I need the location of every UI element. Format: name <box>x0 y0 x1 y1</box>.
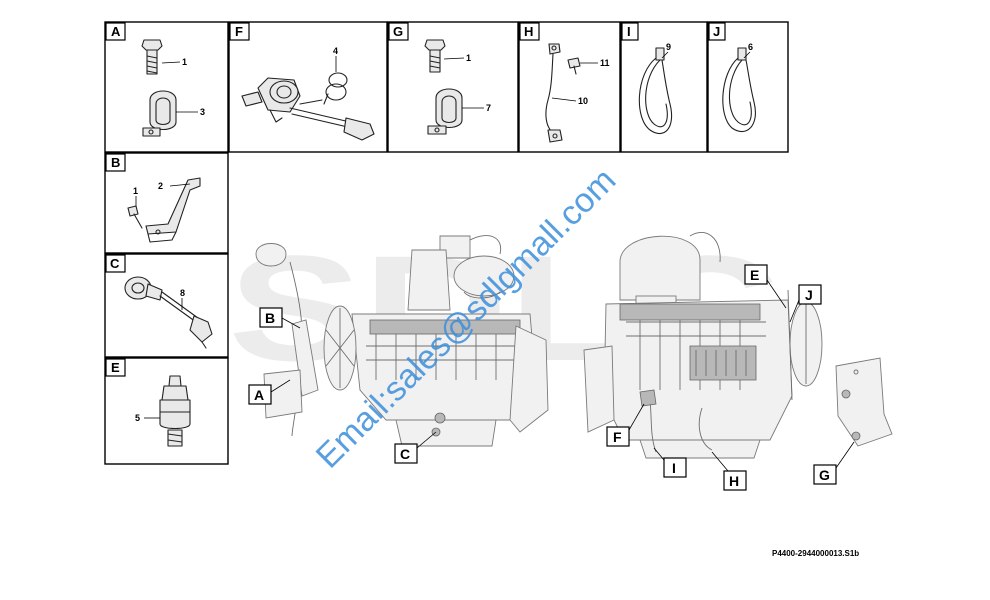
callout-g: G <box>813 441 855 485</box>
callout-b: B <box>259 307 301 329</box>
panel-f-number-4: 4 <box>333 46 338 56</box>
panel-i: I 9 <box>620 21 708 153</box>
panel-i-number-9: 9 <box>666 42 671 52</box>
callout-a-box <box>248 384 272 405</box>
panel-a-label: A <box>111 24 121 39</box>
callout-j: J <box>789 284 822 323</box>
panel-e-frame <box>104 357 229 465</box>
panel-f: F 4 <box>228 21 388 153</box>
reference-code: P4400-2944000013.S1b <box>772 549 859 558</box>
clip-ring-part <box>323 72 348 105</box>
panel-e-number-5: 5 <box>135 413 140 423</box>
callout-f: F <box>606 403 645 447</box>
callout-b-box <box>259 307 283 328</box>
temperature-sender-part <box>159 375 191 447</box>
sensor-harness-part <box>124 276 213 349</box>
panel-c-tag <box>105 254 126 273</box>
bracket-part <box>145 177 201 243</box>
screw-part <box>567 57 581 75</box>
panel-h-frame <box>518 21 621 153</box>
screw-part <box>127 205 143 229</box>
panel-g-tag <box>388 22 409 41</box>
panel-i-frame <box>620 21 708 153</box>
engine-left-view <box>255 235 549 447</box>
panel-j-number-6: 6 <box>748 42 753 52</box>
panel-e: E 5 <box>104 357 229 465</box>
callout-i: I <box>653 447 687 478</box>
panel-j-label: J <box>713 24 720 39</box>
panel-a-number-3: 3 <box>200 107 205 117</box>
callout-f-box <box>606 426 630 447</box>
panel-f-frame <box>228 21 388 153</box>
panel-h-tag <box>519 22 540 41</box>
panel-b-label: B <box>111 155 120 170</box>
panel-a-frame <box>104 21 229 153</box>
panel-b-frame <box>104 152 229 254</box>
wiring-harness-part <box>241 77 375 141</box>
callout-c: C <box>394 431 437 464</box>
callout-e-label: E <box>750 267 759 283</box>
panel-a-number-1: 1 <box>182 57 187 67</box>
callout-c-box <box>394 443 418 464</box>
panel-h-label: H <box>524 24 533 39</box>
panel-g: G 1 7 <box>387 21 519 153</box>
panel-i-tag <box>621 22 639 41</box>
panel-j-frame <box>707 21 789 153</box>
callout-h-box <box>723 470 747 491</box>
panel-g-number-7: 7 <box>486 103 491 113</box>
panel-f-tag <box>229 22 250 41</box>
panel-f-label: F <box>235 24 243 39</box>
panel-a: A 1 3 <box>104 21 229 153</box>
callout-a: A <box>248 379 291 405</box>
bolt-part <box>424 39 446 73</box>
panel-h-number-11: 11 <box>600 58 610 68</box>
callout-c-label: C <box>400 446 410 462</box>
panel-b-number-2: 2 <box>158 181 163 191</box>
panel-c: C 8 <box>104 253 229 358</box>
panel-g-label: G <box>393 24 403 39</box>
panel-h-number-10: 10 <box>578 96 588 106</box>
panel-g-frame <box>387 21 519 153</box>
panel-b-tag <box>105 153 126 172</box>
panel-h: H 11 10 <box>518 21 621 153</box>
panel-c-number-8: 8 <box>180 288 185 298</box>
callout-e-box <box>744 264 768 285</box>
cable-tie-part <box>722 47 756 133</box>
callout-b-label: B <box>265 310 275 326</box>
cable-tie-part <box>638 47 672 135</box>
callout-g-label: G <box>819 467 830 483</box>
panel-j-tag <box>708 22 726 41</box>
callout-j-label: J <box>805 287 813 303</box>
panel-e-label: E <box>111 360 120 375</box>
p-clamp-part <box>427 88 463 135</box>
ground-strap-part <box>545 43 563 143</box>
panel-i-label: I <box>627 24 631 39</box>
callout-h-label: H <box>729 473 739 489</box>
panel-e-tag <box>105 358 126 377</box>
engine-right-view <box>583 232 893 459</box>
panel-c-label: C <box>110 256 120 271</box>
callout-i-label: I <box>672 460 676 476</box>
panel-g-number-1: 1 <box>466 53 471 63</box>
callout-i-box <box>663 457 687 478</box>
panel-j: J 6 <box>707 21 789 153</box>
callout-h: H <box>711 451 747 491</box>
p-clamp-part <box>142 90 177 137</box>
callout-j-box <box>798 284 822 305</box>
panel-a-tag <box>105 22 126 41</box>
bolt-part <box>141 39 163 75</box>
panel-c-frame <box>104 253 229 358</box>
callout-e: E <box>744 264 787 309</box>
callout-f-label: F <box>613 429 622 445</box>
callout-g-box <box>813 464 837 485</box>
callout-a-label: A <box>254 387 264 403</box>
panel-b: B 2 1 <box>104 152 229 254</box>
panel-b-number-1: 1 <box>133 186 138 196</box>
